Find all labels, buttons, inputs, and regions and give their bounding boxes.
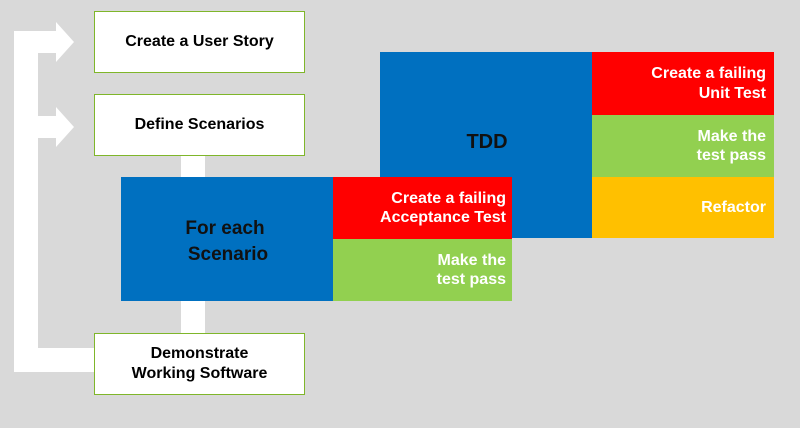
loop-bottom-connector xyxy=(14,348,96,372)
tdd-refactor-label: Refactor xyxy=(701,198,766,216)
scenario-make-pass-line2: test pass xyxy=(436,271,506,288)
scenario-failing-line1: Create a failing xyxy=(391,189,506,207)
scenario-make-pass-cell: Make the test pass xyxy=(333,239,512,301)
arrow-head-scenarios xyxy=(56,107,74,147)
tdd-failing-unit-test-cell: Create a failing Unit Test xyxy=(592,52,774,115)
tdd-refactor-cell: Refactor xyxy=(592,177,774,238)
scenario-block xyxy=(121,177,333,301)
scenario-label-line2: Scenario xyxy=(187,243,269,265)
demonstrate-label-line2: Working Software xyxy=(131,365,268,382)
tdd-failing-line2: Unit Test xyxy=(698,84,766,102)
center-connector-top xyxy=(181,155,205,179)
demonstrate-software-box: Demonstrate Working Software xyxy=(94,333,305,395)
center-connector-bottom xyxy=(181,300,205,334)
create-user-story-box: Create a User Story xyxy=(94,11,305,73)
tdd-make-pass-line1: Make the xyxy=(697,127,766,145)
arrow-shaft-scenarios xyxy=(38,116,60,138)
scenario-label: For each Scenario xyxy=(160,216,290,267)
scenario-failing-line2: Acceptance Test xyxy=(380,209,506,226)
scenario-make-pass-line1: Make the xyxy=(437,251,506,269)
scenario-failing-acceptance-cell: Create a failing Acceptance Test xyxy=(333,177,512,239)
create-user-story-label: Create a User Story xyxy=(125,33,274,50)
tdd-label: TDD xyxy=(466,131,508,153)
tdd-make-pass-line2: test pass xyxy=(696,147,766,164)
tdd-failing-line1: Create a failing xyxy=(651,65,766,83)
loop-bar xyxy=(14,40,38,372)
scenario-label-line1: For each xyxy=(185,218,265,239)
arrow-shaft-user-story xyxy=(14,31,60,53)
define-scenarios-label: Define Scenarios xyxy=(134,116,265,133)
demonstrate-label-line1: Demonstrate xyxy=(150,345,249,362)
define-scenarios-box: Define Scenarios xyxy=(94,94,305,156)
tdd-make-pass-cell: Make the test pass xyxy=(592,115,774,177)
arrow-head-user-story xyxy=(56,22,74,62)
